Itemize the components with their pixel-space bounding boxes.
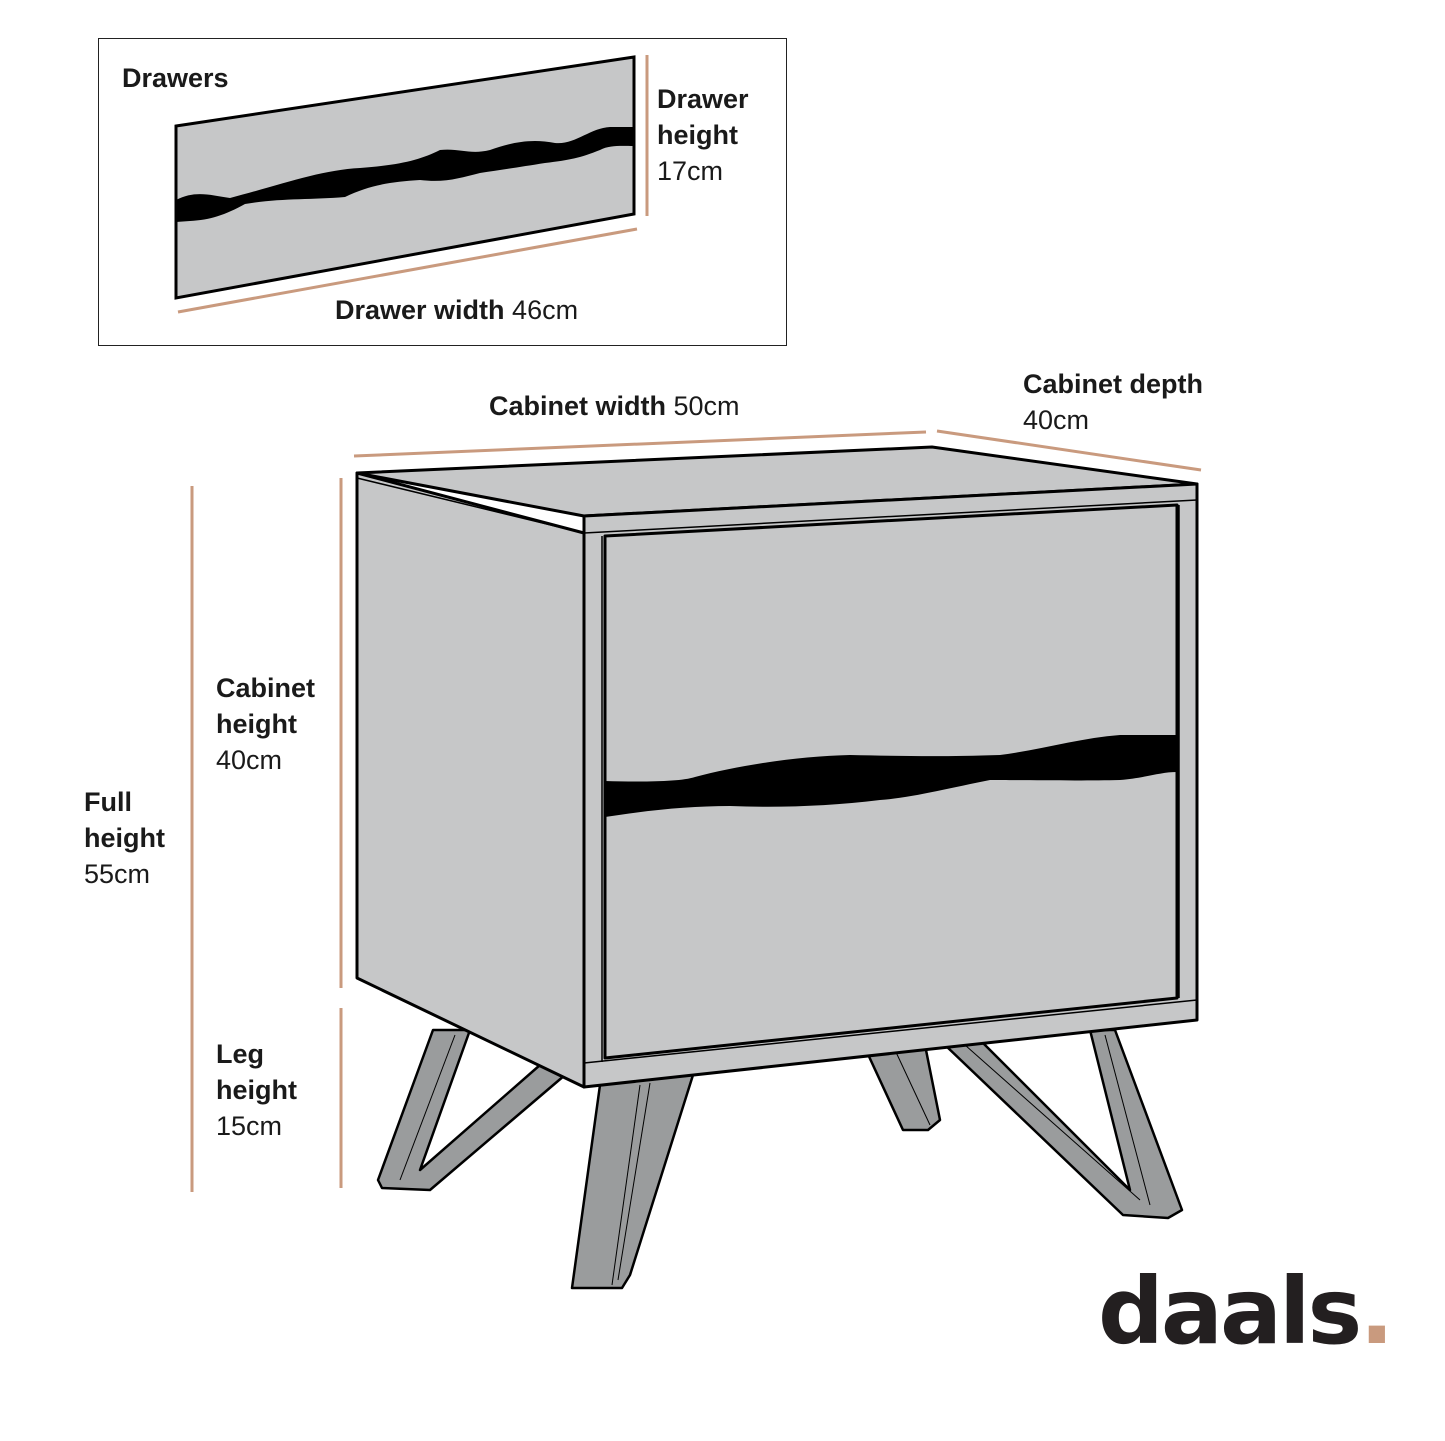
brand-logo-text: daals bbox=[1098, 1258, 1362, 1365]
drawer-height-label: Drawer height 17cm bbox=[657, 84, 749, 186]
full-height-label: Full height 55cm bbox=[84, 787, 165, 889]
cabinet-width-dimension-line bbox=[353, 430, 927, 458]
cabinet-depth-dimension-line bbox=[936, 429, 1202, 472]
cabinet-width-label: Cabinet width 50cm bbox=[489, 391, 740, 421]
drawer-width-label: Drawer width 46cm bbox=[335, 295, 579, 325]
inset-drawer-illustration bbox=[174, 55, 649, 314]
brand-logo-dot: . bbox=[1359, 1258, 1394, 1365]
leg-height-label: Leg height 15cm bbox=[216, 1039, 297, 1141]
cabinet-legs bbox=[376, 1028, 1184, 1290]
cabinet-depth-label: Cabinet depth 40cm bbox=[1023, 369, 1203, 435]
drawer-inset-frame bbox=[98, 38, 787, 346]
cabinet-height-label: Cabinet height 40cm bbox=[216, 673, 316, 775]
inset-title: Drawers bbox=[122, 63, 229, 93]
brand-logo: daals. bbox=[1098, 1262, 1394, 1362]
drawer-width-dimension-line bbox=[177, 227, 638, 314]
drawer-handle-groove bbox=[605, 735, 1177, 817]
